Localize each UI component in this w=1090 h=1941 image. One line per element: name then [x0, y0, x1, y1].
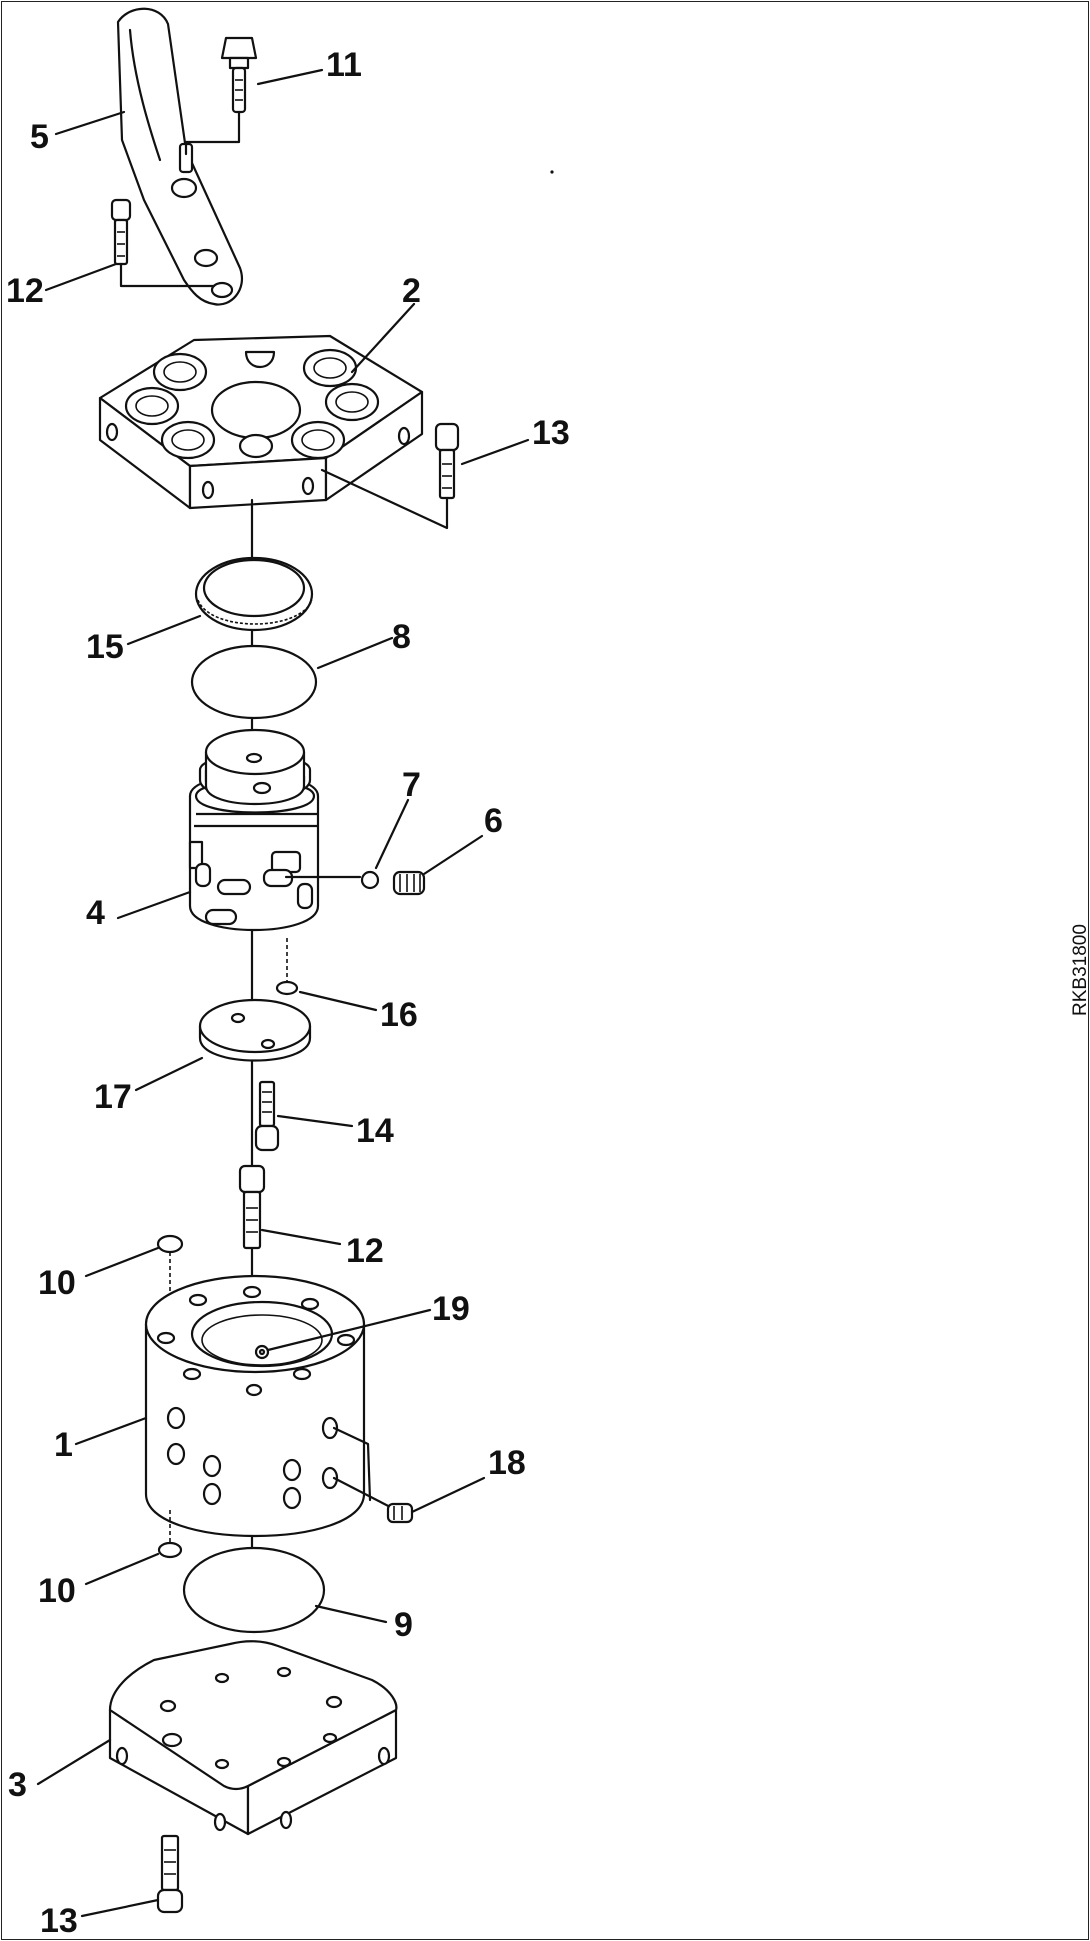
callout-9: 9: [394, 1606, 413, 1644]
stray-dot: [550, 170, 554, 174]
callout-4: 4: [86, 894, 105, 932]
plug-18-part: [386, 1502, 414, 1524]
callout-19: 19: [432, 1290, 470, 1328]
cover-ports: [124, 348, 380, 460]
callout-10-lower: 10: [38, 1572, 76, 1610]
callout-8: 8: [392, 618, 411, 656]
callout-11: 11: [326, 46, 362, 84]
lever-part: [116, 7, 243, 306]
callout-12-upper: 12: [6, 272, 44, 310]
bushing-ring-part: [194, 556, 314, 632]
callout-12-middle: 12: [346, 1232, 384, 1270]
o-ring-9-part: [182, 1546, 326, 1634]
callout-18: 18: [488, 1444, 526, 1482]
callout-2: 2: [402, 272, 421, 310]
callout-13-lower: 13: [40, 1902, 78, 1940]
o-ring-10-upper-part: [156, 1234, 184, 1254]
bolt-14-part: [254, 1080, 280, 1152]
bottom-cover-part: [108, 1640, 398, 1836]
leader-lines: [36, 68, 530, 1918]
bolt-13-upper-part: [434, 422, 460, 500]
o-ring-8-part: [190, 644, 318, 720]
callout-16: 16: [380, 996, 418, 1034]
pin-16-part: [275, 980, 299, 996]
bolt-11-part: [220, 36, 258, 114]
callout-10-upper: 10: [38, 1264, 76, 1302]
callout-7: 7: [402, 766, 421, 804]
callout-1: 1: [54, 1426, 73, 1464]
callout-5: 5: [30, 118, 49, 156]
callout-15: 15: [86, 628, 124, 666]
top-cover-part: [98, 334, 424, 510]
plate-17-part: [198, 998, 312, 1062]
callout-13-upper: 13: [532, 414, 570, 452]
callout-17: 17: [94, 1078, 132, 1116]
callout-labels: 11 5 12 2 13 15 8 7 6 4 16 17 14 12 10 1…: [6, 46, 570, 1940]
o-ring-10-lower-part: [157, 1541, 183, 1559]
spring-6-part: [392, 870, 426, 896]
bolt-12-middle-part: [238, 1164, 266, 1250]
rotor-part: [188, 728, 320, 932]
callout-14: 14: [356, 1112, 394, 1150]
drawing-code: RKB31800: [1070, 924, 1090, 1016]
body-part: [144, 1274, 366, 1537]
bolt-12-upper-part: [110, 198, 132, 266]
bolt-13-lower-part: [156, 1834, 184, 1914]
callout-3: 3: [8, 1766, 27, 1804]
ball-7-part: [360, 870, 380, 890]
callout-6: 6: [484, 802, 503, 840]
